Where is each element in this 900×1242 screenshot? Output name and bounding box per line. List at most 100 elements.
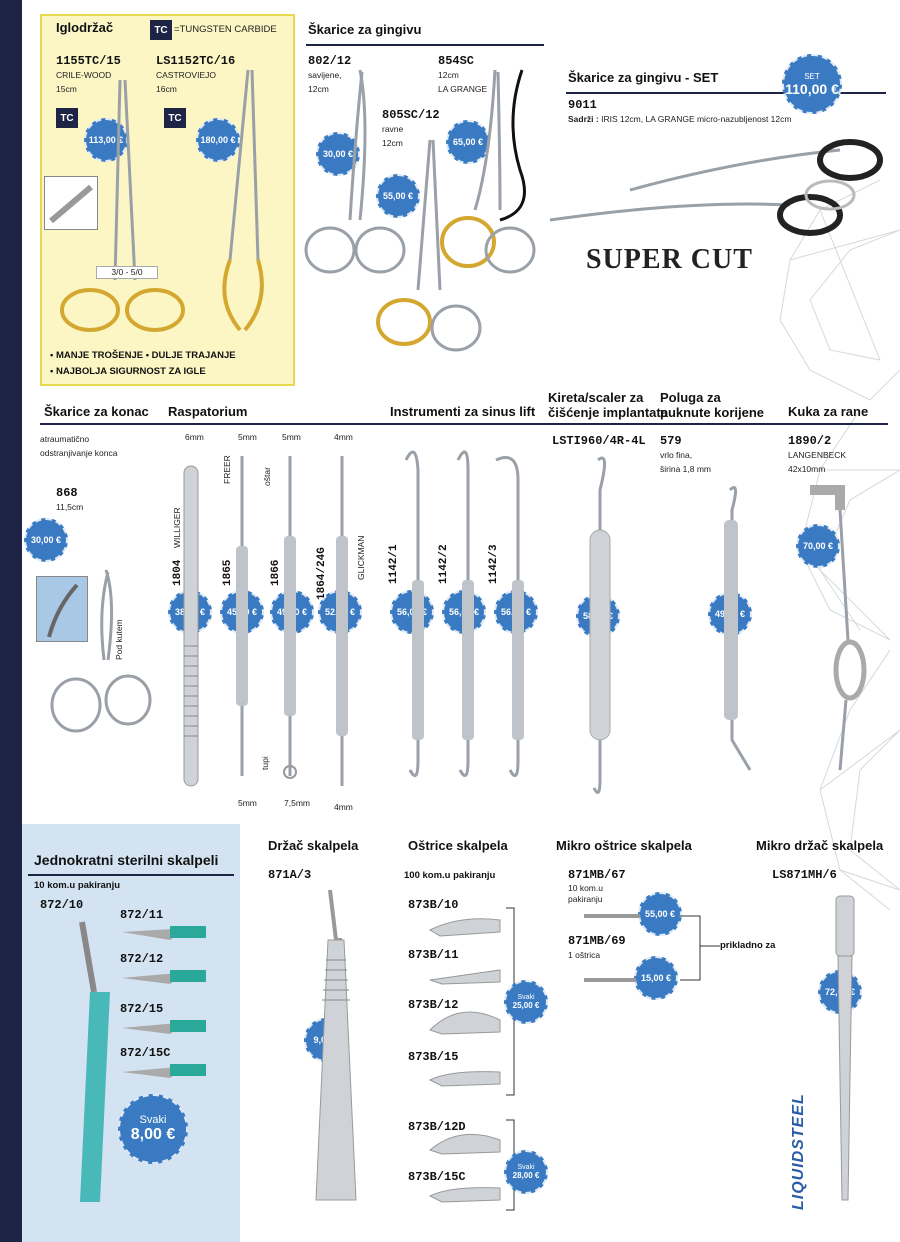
rasp-4-top-size: 4mm	[334, 432, 353, 442]
divider	[566, 92, 886, 94]
benefit-1: • MANJE TROŠENJE • DULJE TRAJANJE	[50, 350, 236, 361]
lever-code: 579	[660, 434, 682, 448]
gingiva-2-desc1: ravne	[382, 124, 404, 134]
blades-badge-1: Svaki 25,00 €	[504, 980, 548, 1024]
price-badge: 70,00 €	[796, 524, 840, 568]
price-badge: 55,00 €	[376, 174, 420, 218]
sterile-main-code: 872/10	[40, 898, 84, 912]
sinus-lift-image	[404, 450, 524, 778]
curette-title-1: Kireta/scaler za	[548, 390, 644, 405]
retractor-title: Kuka za rane	[788, 404, 869, 419]
holder-title: Držač skalpela	[268, 838, 359, 853]
liquidsteel-logo: LIQUIDSTEEL	[790, 1093, 807, 1210]
sterile-scalpel-panel	[22, 824, 240, 1242]
rasp-3-top-size: 5mm	[282, 432, 301, 442]
lever-desc-1: vrlo fina,	[660, 450, 693, 460]
retractor-code: 1890/2	[788, 434, 832, 448]
micro-holder-code: LS871MH/6	[772, 868, 837, 882]
blade-code-3: 873B/12	[408, 998, 459, 1012]
gingiva-2-desc2: 12cm	[382, 138, 403, 148]
raspatorium-title: Raspatorium	[168, 404, 248, 419]
fits-label: prikladno za	[720, 940, 776, 951]
gingiva-3-desc1: 12cm	[438, 70, 459, 80]
each-label: Svaki	[517, 994, 535, 1001]
blade-code-4: 873B/15	[408, 1050, 459, 1064]
sterile-code-4: 872/15C	[120, 1046, 171, 1060]
gingiva-title: Škarice za gingivu	[308, 22, 422, 37]
scalpel-blades-image	[428, 907, 515, 1211]
sterile-code-2: 872/12	[120, 952, 164, 966]
divider	[306, 44, 544, 46]
needle-holder-1-name: CRILE-WOOD	[56, 70, 112, 80]
rasp-1-top-size: 6mm	[185, 432, 204, 442]
blades-badge-2: Svaki 28,00 €	[504, 1150, 548, 1194]
set-label: SET	[804, 71, 820, 81]
price-badge: 30,00 €	[316, 132, 360, 176]
blades-price-1: 25,00 €	[512, 1001, 540, 1010]
sterile-code-3: 872/15	[120, 1002, 164, 1016]
retractor-size: 42x10mm	[788, 464, 826, 474]
suture-desc-1: atraumatično	[40, 434, 90, 444]
gingiva-1-code: 802/12	[308, 54, 352, 68]
gingiva-1-desc1: savijene,	[308, 70, 342, 80]
needle-holder-1-code: 1155TC/15	[56, 54, 121, 68]
sterile-title: Jednokratni sterilni skalpeli	[34, 852, 219, 868]
micro-blades-image	[584, 914, 720, 982]
price-badge: 113,00 €	[84, 118, 128, 162]
blades-title: Oštrice skalpela	[408, 838, 508, 853]
contents-text: IRIS 12cm, LA GRANGE micro-nazubljenost …	[601, 114, 792, 124]
set-price: 110,00 €	[785, 80, 839, 97]
needle-holder-1-image	[60, 79, 185, 332]
retractor-name: LANGENBECK	[788, 450, 847, 460]
blade-code-1: 873B/10	[408, 898, 459, 912]
curette-image	[589, 456, 611, 794]
blades-price-2: 28,00 €	[512, 1171, 540, 1180]
sterile-code-1: 872/11	[120, 908, 164, 922]
sterile-pack: 10 kom.u pakiranju	[34, 880, 121, 891]
divider	[40, 423, 888, 425]
price-badge: 30,00 €	[24, 518, 68, 562]
needle-holder-2-size: 16cm	[156, 84, 177, 94]
lever-title-2: puknute korijene	[660, 405, 765, 420]
sinus-lift-title: Instrumenti za sinus lift	[390, 404, 536, 419]
blade-code-2: 873B/11	[408, 948, 459, 962]
rasp-4-bottom-size: 4mm	[334, 802, 353, 812]
benefit-2: • NAJBOLJA SIGURNOST ZA IGLE	[50, 366, 206, 377]
gingiva-set-image	[549, 139, 883, 236]
needle-holder-title: Iglodržač	[56, 20, 114, 35]
angle-inset	[36, 576, 88, 642]
lever-title-1: Poluga za	[660, 390, 721, 405]
rasp-2-bottom-size: 5mm	[238, 798, 257, 808]
curette-code: LSTI960/4R-4L	[552, 434, 646, 448]
micro-1-desc1: 10 kom.u	[568, 883, 603, 893]
left-navy-strip	[0, 0, 22, 1242]
lever-desc-2: širina 1,8 mm	[660, 464, 712, 474]
suture-size: 11,5cm	[56, 502, 84, 512]
blades-pack: 100 kom.u pakiranju	[404, 870, 496, 881]
holder-code: 871A/3	[268, 868, 312, 882]
gingiva-set-contents: Sadrži : IRIS 12cm, LA GRANGE micro-nazu…	[568, 114, 791, 125]
micro-2-code: 871MB/69	[568, 934, 626, 948]
raspatorium-image	[183, 456, 348, 787]
gingiva-scissors-image	[304, 69, 536, 352]
rasp-3-bottom-size: 7,5mm	[284, 798, 310, 808]
suture-desc-2: odstranjivanje konca	[40, 448, 118, 458]
gingiva-3-code: 854SC	[438, 54, 475, 68]
suture-code: 868	[56, 486, 78, 500]
gingiva-2-code: 805SC/12	[382, 108, 440, 122]
micro-holder-title: Mikro držač skalpela	[756, 838, 884, 853]
sterile-scalpel-image	[79, 921, 206, 1202]
suture-scissors-image	[50, 569, 152, 733]
needle-holder-1-size: 15cm	[56, 84, 77, 94]
divider	[28, 874, 234, 876]
scalpel-holder-image	[315, 889, 357, 1201]
micro-2-desc1: 1 oštrica	[568, 950, 601, 960]
micro-1-code: 871MB/67	[568, 868, 626, 882]
tc-icon: TC	[164, 108, 186, 128]
gingiva-3-desc2: LA GRANGE	[438, 84, 488, 94]
set-price-badge: SET 110,00 €	[782, 54, 842, 114]
curette-title-2: čišćenje implantata	[548, 405, 668, 420]
supercut-logo: SUPER CUT	[586, 244, 753, 275]
sterile-price: 8,00 €	[130, 1126, 176, 1143]
needle-holder-2-code: LS1152TC/16	[156, 54, 236, 68]
